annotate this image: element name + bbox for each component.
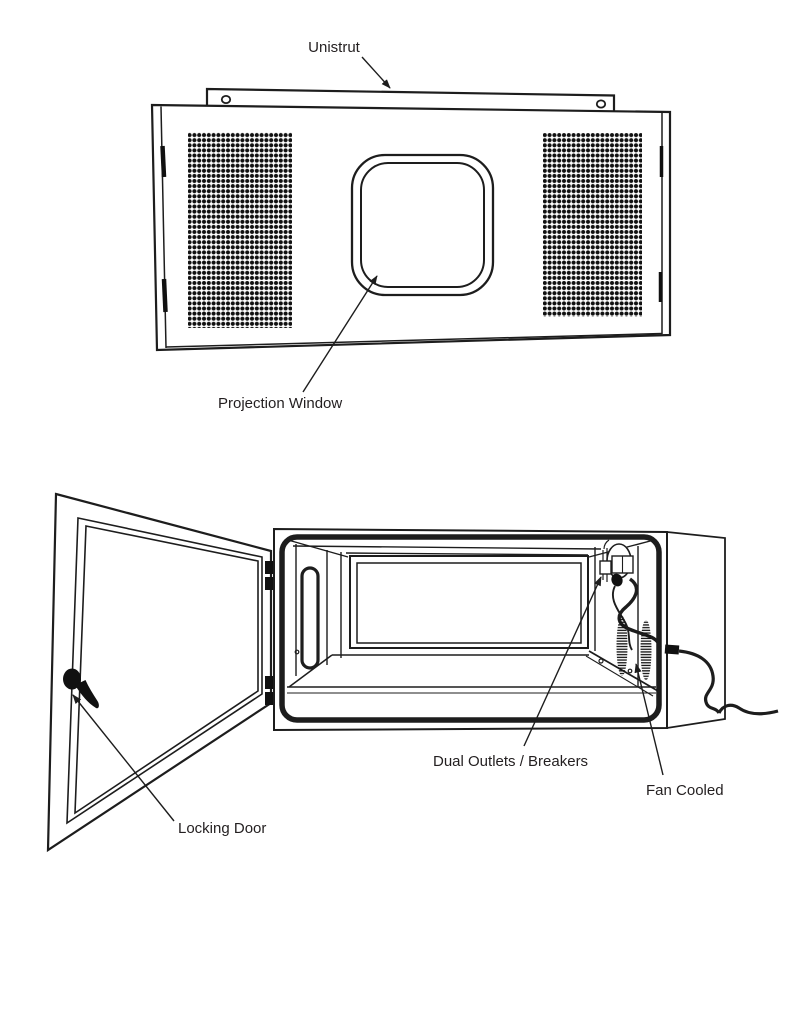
outlet-wire-up	[603, 539, 610, 550]
back-window-outer	[349, 555, 589, 649]
door-frame-line-b	[74, 525, 259, 815]
shelf-screw-right	[627, 668, 633, 674]
leader-line-locking-door	[72, 694, 175, 822]
plug-cord	[611, 585, 633, 651]
unistrut-hole-right	[595, 99, 607, 109]
power-cord-tail	[717, 703, 779, 716]
label-projection-window: Projection Window	[218, 395, 342, 412]
leader-line-fan-cooled	[634, 663, 664, 776]
projection-window-inner	[360, 162, 485, 288]
power-cord-external	[678, 649, 721, 714]
label-unistrut: Unistrut	[308, 39, 361, 56]
label-locking-door: Locking Door	[178, 820, 266, 837]
breaker-box	[599, 560, 612, 575]
cabinet-opening-frame	[279, 534, 662, 723]
open-door-diagram	[46, 492, 779, 853]
door-panel-outer	[46, 492, 273, 853]
leader-line-dual-outlets	[523, 576, 602, 747]
label-fan-cooled: Fan Cooled	[646, 782, 724, 799]
leader-line-projection-window	[302, 275, 378, 393]
door-frame-line-a	[66, 517, 263, 825]
front-view-diagram	[150, 56, 672, 393]
vent-grille-left	[188, 132, 292, 328]
power-cord-connector	[664, 644, 680, 655]
front-hinge-marks	[160, 145, 664, 313]
label-dual-outlets-breakers: Dual Outlets / Breakers	[433, 753, 588, 770]
shelf-screw-left	[598, 658, 604, 664]
door-latch	[63, 668, 99, 709]
cabinet-front-face	[273, 527, 668, 732]
leader-line-unistrut	[361, 56, 391, 89]
bracket-screw	[294, 649, 300, 655]
outlet-assembly	[599, 539, 662, 651]
vent-grille-right	[543, 133, 642, 317]
plug	[611, 573, 623, 587]
projection-window-outer	[350, 153, 495, 297]
unistrut-hole-left	[220, 95, 232, 105]
wall-mounting-bracket	[300, 566, 320, 670]
cabinet-side-panel	[666, 531, 726, 730]
fan-vent-left	[616, 616, 628, 676]
fan-vent-right	[640, 620, 652, 680]
back-window-inner	[356, 562, 582, 644]
